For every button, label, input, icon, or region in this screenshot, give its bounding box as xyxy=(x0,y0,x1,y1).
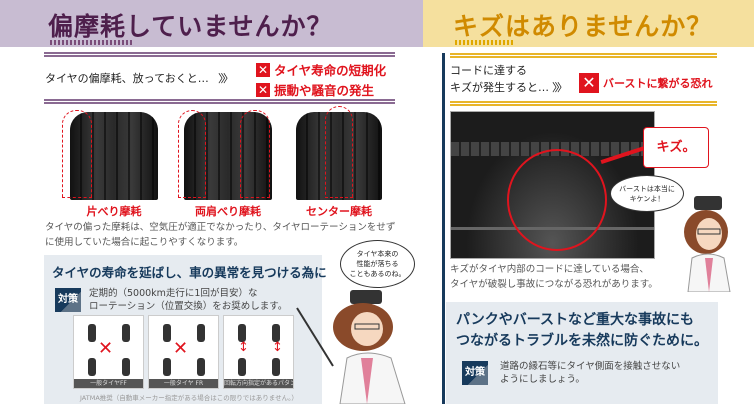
rotation-diagram-directional: ↕ ↕ 回転方向指定があるパタン xyxy=(223,315,294,389)
wheel-icon xyxy=(238,358,246,376)
jatma-note: JATMA推奨（自動車メーカー指定がある場合はこの限りではありません。） xyxy=(80,394,298,402)
diagram-label: 回転方向指定があるパタン xyxy=(224,379,293,388)
right-title: キズはありませんか？ xyxy=(453,12,713,41)
divider xyxy=(44,99,395,104)
divider xyxy=(450,101,717,106)
section-rule xyxy=(442,53,445,404)
wheel-icon xyxy=(197,324,205,342)
wheel-icon xyxy=(272,358,280,376)
countermeasure-badge: 対策 xyxy=(462,361,488,385)
box-heading: タイヤの寿命を延ばし、車の異常を見つける為に xyxy=(52,265,327,280)
wear-highlight xyxy=(240,110,270,198)
wheel-icon xyxy=(272,324,280,342)
tire-label: 片べり摩耗 xyxy=(86,205,142,218)
arrows: 〉〉〉 xyxy=(218,72,234,85)
countermeasure-badge: 対策 xyxy=(55,288,81,312)
description: タイヤの偏った摩耗は、空気圧が適正でなかったり、タイヤローテーションをせず に使… xyxy=(45,222,396,248)
tire-label: センター摩耗 xyxy=(306,205,372,218)
lead-text: タイヤの偏摩耗、放っておくと… xyxy=(45,72,209,85)
x-icon: ✕ xyxy=(256,82,270,97)
speech-bubble: バーストは本当に キケンよ！ xyxy=(610,175,684,212)
cross-arrow-icon: ✕ xyxy=(98,338,114,359)
damage-callout: キズ。 xyxy=(643,127,709,168)
wear-highlight xyxy=(325,106,353,198)
divider xyxy=(44,52,395,57)
presenter-character-illustration xyxy=(296,290,406,404)
wheel-icon xyxy=(122,358,130,376)
wheel-icon xyxy=(238,324,246,342)
divider xyxy=(450,53,717,58)
wear-highlight xyxy=(62,110,92,198)
box-text: 道路の縁石等にタイヤ側面を接触させない ようにしましょう。 xyxy=(500,361,681,385)
warning-2: ✕振動や騒音の発生 xyxy=(256,82,375,98)
box-heading: パンクやバーストなど重大な事故にも つながるトラブルを未然に防ぐために。 xyxy=(456,312,708,349)
warning-text: バーストに繋がる恐れ xyxy=(603,77,713,90)
wheel-icon xyxy=(163,358,171,376)
left-header-band xyxy=(0,0,423,47)
wheel-icon xyxy=(88,324,96,342)
wear-highlight xyxy=(178,110,206,198)
right-header-band xyxy=(423,0,754,47)
tire-label: 両肩べり摩耗 xyxy=(195,205,261,218)
wheel-icon xyxy=(197,358,205,376)
rotation-diagram-fr: ✕ 一般タイヤ FR xyxy=(148,315,219,389)
warning: ✕ バーストに繋がる恐れ xyxy=(579,73,712,93)
damage-circle xyxy=(507,149,607,251)
left-title: 偏摩耗していませんか？ xyxy=(48,12,333,41)
wheel-icon xyxy=(163,324,171,342)
arrows: 〉〉〉 xyxy=(552,81,568,94)
warning-1: ✕タイヤ寿命の短期化 xyxy=(256,62,387,78)
x-icon: ✕ xyxy=(256,62,270,77)
diagram-label: 一般タイヤFF xyxy=(74,379,143,388)
x-icon: ✕ xyxy=(579,73,599,93)
lead-text: コードに達する キズが発生すると… xyxy=(450,64,549,94)
wheel-icon xyxy=(88,358,96,376)
title-underline xyxy=(48,40,132,45)
swap-arrow-icon: ↕ xyxy=(272,340,283,355)
box-text: 定期的（5000km走行に1回が目安）な ローテーション（位置交換）をお奨めしま… xyxy=(89,288,288,312)
cross-arrow-icon: ✕ xyxy=(173,338,189,359)
diagram-label: 一般タイヤ FR xyxy=(149,379,218,388)
title-underline xyxy=(453,40,513,45)
prevention-box xyxy=(446,302,718,404)
swap-arrow-icon: ↕ xyxy=(238,340,249,355)
speech-bubble: タイヤ本来の 性能が落ちる こともあるのね。 xyxy=(340,240,415,288)
wheel-icon xyxy=(122,324,130,342)
worried-character-illustration xyxy=(684,196,731,292)
rotation-diagram-ff: ✕ 一般タイヤFF xyxy=(73,315,144,389)
description: キズがタイヤ内部のコードに達している場合、 タイヤが破裂し事故につながる恐れがあ… xyxy=(450,264,658,290)
